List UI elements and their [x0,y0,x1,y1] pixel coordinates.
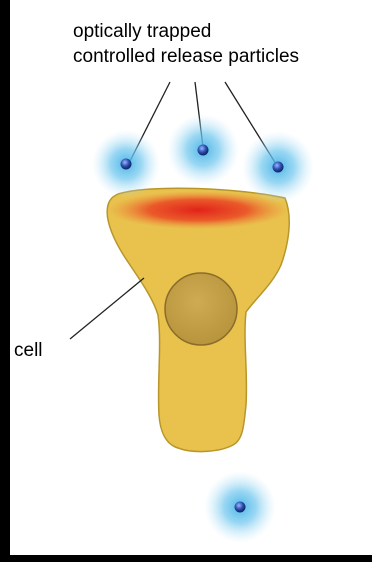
particle-2 [167,114,239,186]
particle-1 [92,130,160,198]
particles-label-line-1: optically trapped [73,20,211,44]
particle-4 [204,471,276,543]
nucleus [165,273,237,345]
cell-label: cell [14,339,43,363]
cell-pointer-line [70,278,144,339]
particles-label-line-2: controlled release particles [73,45,299,69]
particle-3 [242,131,314,203]
